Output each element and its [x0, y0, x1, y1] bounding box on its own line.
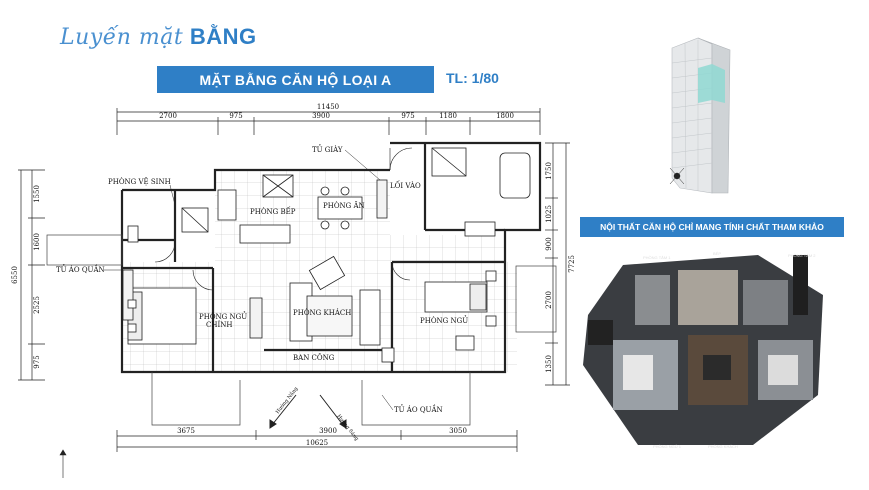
label-ban-cong: BAN CÔNG — [293, 353, 335, 362]
label-phong-ve-sinh: PHÒNG VỆ SINH — [108, 177, 171, 186]
dim-right-5: 1350 — [545, 355, 553, 373]
label-tu-ao-quan-1: TỦ ÁO QUẦN — [56, 264, 105, 274]
label-loi-vao: LỐI VÀO — [390, 180, 421, 190]
dim-left-3: 2525 — [33, 296, 41, 314]
render-label-bottom: PHÒNG KHÁCH — [708, 444, 738, 449]
page-title: Luyến mặt BẰNG — [60, 24, 257, 50]
label-huong-2: Hướng Sáng — [335, 413, 360, 443]
title-bold: BẰNG — [189, 24, 257, 49]
dim-left-4: 975 — [33, 355, 41, 368]
dim-top-total: 11450 — [317, 103, 339, 111]
dim-right-1: 1750 — [545, 162, 553, 180]
dim-left-1: 1550 — [33, 185, 41, 203]
dim-bottom-3: 3050 — [449, 427, 467, 435]
title-script: Luyến mặt — [60, 25, 184, 50]
dim-bottom-2: 3900 — [319, 427, 337, 435]
dim-top-2: 975 — [229, 112, 242, 120]
render-label-phong-ngu-1: PHÒNG NGỦ 1 — [653, 444, 682, 449]
tower-illustration — [669, 37, 731, 194]
compass-icon — [59, 449, 67, 478]
floor-plan: 11450 2700 975 3900 975 1180 1800 3675 3… — [11, 103, 576, 478]
label-huong-1: Hướng Nắng — [274, 385, 300, 415]
plan-banner: MẶT BẰNG CĂN HỘ LOẠI A — [157, 66, 434, 93]
render-label-bep: BẾP — [713, 251, 721, 256]
dim-top-1: 2700 — [159, 112, 177, 120]
label-phong-khach: PHÒNG KHÁCH — [293, 308, 351, 317]
dim-bottom-1: 3675 — [177, 427, 195, 435]
dim-left-2: 1600 — [33, 233, 41, 251]
label-tu-ao-quan-2: TỦ ÁO QUẦN — [394, 404, 443, 414]
dim-right-2: 1025 — [545, 205, 553, 223]
dim-top-3: 3900 — [312, 112, 330, 120]
dim-right-4: 2700 — [545, 291, 553, 309]
interior-render: PHÒNG TẮM 1 BẾP PHÒNG TẮM 2 PHÒNG NGỦ 1 … — [583, 251, 823, 449]
dim-bottom-total: 10625 — [306, 439, 328, 447]
dim-left-total: 6550 — [11, 266, 19, 284]
label-phong-ngu-chinh-1: PHÒNG NGỦ — [199, 311, 247, 321]
render-label-phong-tam-2: PHÒNG TẮM 2 — [788, 253, 816, 258]
dim-right-total: 7725 — [568, 255, 576, 273]
dim-top-4: 975 — [401, 112, 414, 120]
label-phong-bep: PHÒNG BẾP — [250, 206, 296, 216]
interior-note: NỘI THẤT CĂN HỘ CHỈ MANG TÍNH CHẤT THAM … — [580, 217, 844, 237]
label-phong-an: PHÒNG ĂN — [323, 201, 365, 210]
dim-top-6: 1800 — [496, 112, 514, 120]
dim-right-3: 900 — [545, 237, 553, 250]
label-tu-giay: TỦ GIÀY — [312, 144, 343, 154]
label-phong-ngu: PHÒNG NGỦ — [420, 315, 468, 325]
compass-rose-icon — [669, 167, 685, 185]
dim-top-5: 1180 — [439, 112, 457, 120]
label-phong-ngu-chinh-2: CHÍNH — [206, 320, 232, 329]
render-label-phong-tam-1: PHÒNG TẮM 1 — [643, 255, 671, 260]
scale-label: TL: 1/80 — [446, 70, 499, 86]
